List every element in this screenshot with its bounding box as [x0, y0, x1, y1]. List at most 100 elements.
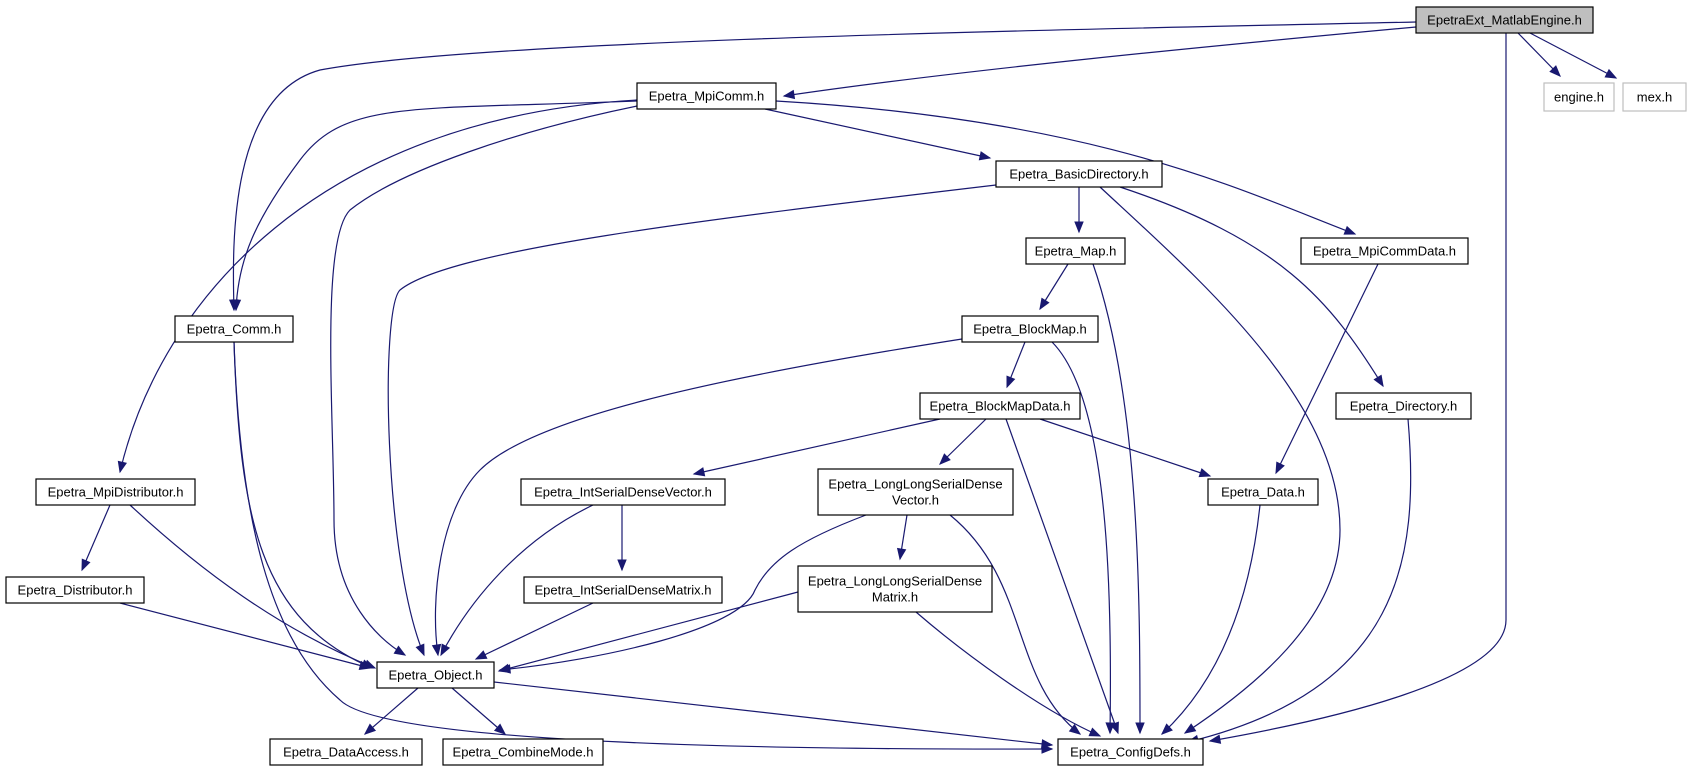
edge-line	[915, 611, 1101, 737]
edge-line	[330, 105, 638, 656]
node-label: Epetra_Distributor.h	[18, 583, 133, 598]
node-label: Epetra_BlockMapData.h	[930, 399, 1071, 414]
edge-line	[949, 514, 1081, 735]
edge-map-to-blockmap	[1039, 263, 1069, 311]
node-label: Epetra_ConfigDefs.h	[1070, 745, 1191, 760]
edge-basicdir-to-configdefs	[1099, 186, 1341, 734]
node-label: Epetra_Map.h	[1035, 244, 1117, 259]
node-label: Epetra_MpiDistributor.h	[48, 485, 184, 500]
node-basicdir[interactable]: Epetra_BasicDirectory.h	[995, 160, 1163, 188]
edge-line	[1209, 33, 1507, 742]
node-box	[961, 315, 1099, 343]
edge-line	[1275, 263, 1379, 474]
edge-llmat-to-configdefs	[915, 611, 1102, 737]
node-object[interactable]: Epetra_Object.h	[376, 661, 495, 689]
edge-line	[440, 504, 594, 656]
arrowhead-icon	[497, 663, 511, 673]
node-directory[interactable]: Epetra_Directory.h	[1335, 392, 1472, 420]
edge-mpicomm-to-basicdir	[764, 108, 992, 161]
arrowhead-icon	[1604, 68, 1618, 79]
arrowhead-icon	[1039, 297, 1050, 311]
edge-basicdir-to-object	[387, 184, 997, 657]
arrowhead-icon	[1208, 734, 1222, 744]
edge-line	[434, 338, 963, 656]
node-label: Epetra_Object.h	[389, 668, 483, 683]
edge-line	[119, 99, 638, 473]
edge-blockmapdata-to-intvec	[692, 418, 941, 477]
node-label: Epetra_Data.h	[1221, 485, 1305, 500]
node-intmat[interactable]: Epetra_IntSerialDenseMatrix.h	[523, 576, 723, 604]
node-mpicommdata[interactable]: Epetra_MpiCommData.h	[1300, 237, 1469, 265]
edge-dist-to-object	[119, 602, 372, 670]
edge-intvec-to-intmat	[617, 505, 627, 572]
edge-blockmap-to-object	[431, 338, 963, 657]
arrowhead-icon	[1198, 468, 1212, 478]
node-dist[interactable]: Epetra_Distributor.h	[5, 576, 145, 604]
arrowhead-icon	[1275, 461, 1285, 475]
edge-basicdir-to-map	[1074, 187, 1084, 234]
node-mpicomm[interactable]: Epetra_MpiComm.h	[636, 82, 777, 110]
edge-line	[232, 21, 1417, 311]
edge-root-to-comm	[228, 21, 1417, 312]
edge-line	[387, 184, 997, 656]
node-label: Epetra_LongLongSerialDense	[808, 574, 982, 589]
node-mpidist[interactable]: Epetra_MpiDistributor.h	[35, 478, 196, 506]
edge-line	[81, 504, 111, 571]
node-box	[523, 576, 723, 604]
node-dataaccess[interactable]: Epetra_DataAccess.h	[269, 738, 423, 766]
edge-object-to-combinemode	[451, 687, 507, 735]
node-comm[interactable]: Epetra_Comm.h	[174, 315, 294, 343]
node-label: EpetraExt_MatlabEngine.h	[1427, 13, 1582, 28]
node-label: mex.h	[1637, 90, 1672, 105]
edge-mpicomm-to-comm	[231, 100, 638, 312]
node-data[interactable]: Epetra_Data.h	[1207, 478, 1319, 506]
edge-root-to-engine	[1517, 32, 1561, 77]
node-blockmapdata[interactable]: Epetra_BlockMapData.h	[919, 392, 1081, 420]
arrowhead-icon	[358, 660, 372, 670]
node-blockmap[interactable]: Epetra_BlockMap.h	[961, 315, 1099, 343]
edge-blockmapdata-to-data	[1039, 418, 1212, 478]
node-label: Epetra_Directory.h	[1350, 399, 1457, 414]
edge-line	[1092, 263, 1141, 734]
node-label: Matrix.h	[872, 590, 918, 605]
node-label: engine.h	[1554, 90, 1604, 105]
edge-line	[235, 100, 638, 311]
arrowhead-icon	[1549, 65, 1561, 77]
arrowhead-icon	[1110, 721, 1119, 735]
arrowhead-icon	[896, 547, 907, 561]
arrowhead-icon	[1074, 221, 1084, 234]
node-box	[817, 468, 1014, 516]
node-map[interactable]: Epetra_Map.h	[1025, 237, 1126, 265]
arrowhead-icon	[1161, 723, 1173, 735]
edge-root-to-configdefs	[1208, 33, 1507, 744]
node-label: Epetra_LongLongSerialDense	[828, 477, 1002, 492]
node-configdefs[interactable]: Epetra_ConfigDefs.h	[1057, 738, 1204, 766]
edge-comm-to-object	[233, 341, 374, 669]
edge-line	[129, 504, 376, 669]
edge-line	[1119, 186, 1384, 387]
edge-line	[498, 591, 799, 672]
edge-intmat-to-object	[474, 602, 594, 660]
node-label: Epetra_BasicDirectory.h	[1009, 167, 1148, 182]
node-combinemode[interactable]: Epetra_CombineMode.h	[442, 738, 604, 766]
arrowhead-icon	[939, 453, 951, 465]
edge-line	[1161, 504, 1261, 735]
edge-data-to-configdefs	[1161, 504, 1261, 735]
arrowhead-icon	[1343, 225, 1357, 235]
node-label: Epetra_BlockMap.h	[973, 322, 1086, 337]
node-box	[1543, 82, 1615, 112]
node-intvec[interactable]: Epetra_IntSerialDenseVector.h	[520, 478, 726, 506]
node-label: Epetra_IntSerialDenseMatrix.h	[534, 583, 711, 598]
node-box	[797, 565, 993, 613]
edge-layer	[81, 21, 1618, 754]
edge-line	[233, 341, 1053, 750]
node-label: Epetra_IntSerialDenseVector.h	[534, 485, 712, 500]
node-root[interactable]: EpetraExt_MatlabEngine.h	[1415, 6, 1594, 34]
arrowhead-icon	[1068, 723, 1082, 735]
node-label: Vector.h	[892, 493, 939, 508]
node-box	[269, 738, 423, 766]
node-box	[1335, 392, 1472, 420]
